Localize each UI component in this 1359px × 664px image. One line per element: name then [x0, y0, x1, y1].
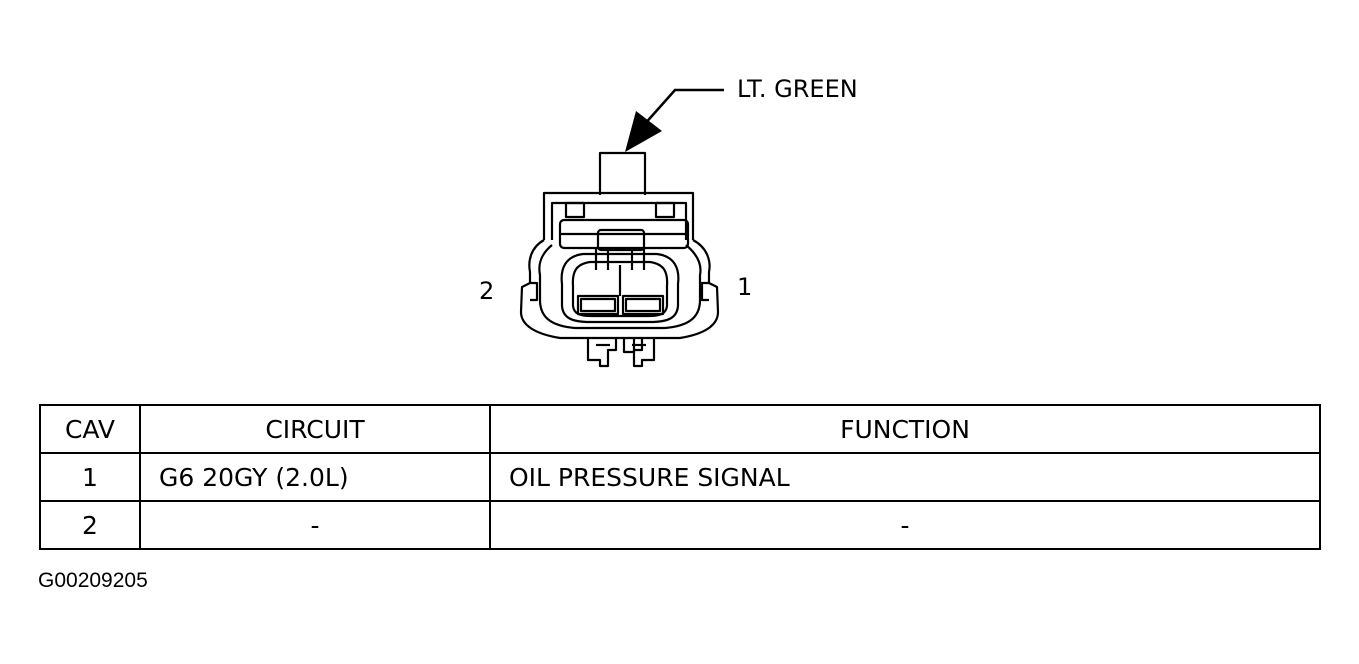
header-circuit: CIRCUIT — [139, 404, 491, 454]
cav-cell: 2 — [39, 500, 141, 550]
circuit-cell: - — [139, 500, 491, 550]
table-header-row: CAV CIRCUIT FUNCTION — [39, 404, 1321, 454]
pinout-table: CAV CIRCUIT FUNCTION 1 G6 20GY (2.0L) OI… — [39, 404, 1321, 550]
pin-1-label: 1 — [737, 273, 752, 301]
cav-cell: 1 — [39, 452, 141, 502]
color-arrow — [625, 111, 662, 152]
connector-body — [519, 151, 720, 368]
function-cell: - — [489, 500, 1321, 550]
pin-2-label: 2 — [479, 277, 494, 305]
function-cell: OIL PRESSURE SIGNAL — [489, 452, 1321, 502]
table-row: 2 - - — [39, 500, 1321, 550]
table-row: 1 G6 20GY (2.0L) OIL PRESSURE SIGNAL — [39, 452, 1321, 502]
circuit-cell: G6 20GY (2.0L) — [139, 452, 491, 502]
color-leader — [642, 88, 724, 127]
connector-diagram: LT. GREEN — [479, 75, 858, 368]
color-label: LT. GREEN — [737, 75, 858, 103]
header-cav: CAV — [39, 404, 141, 454]
figure-id: G00209205 — [38, 569, 148, 592]
header-function: FUNCTION — [489, 404, 1321, 454]
